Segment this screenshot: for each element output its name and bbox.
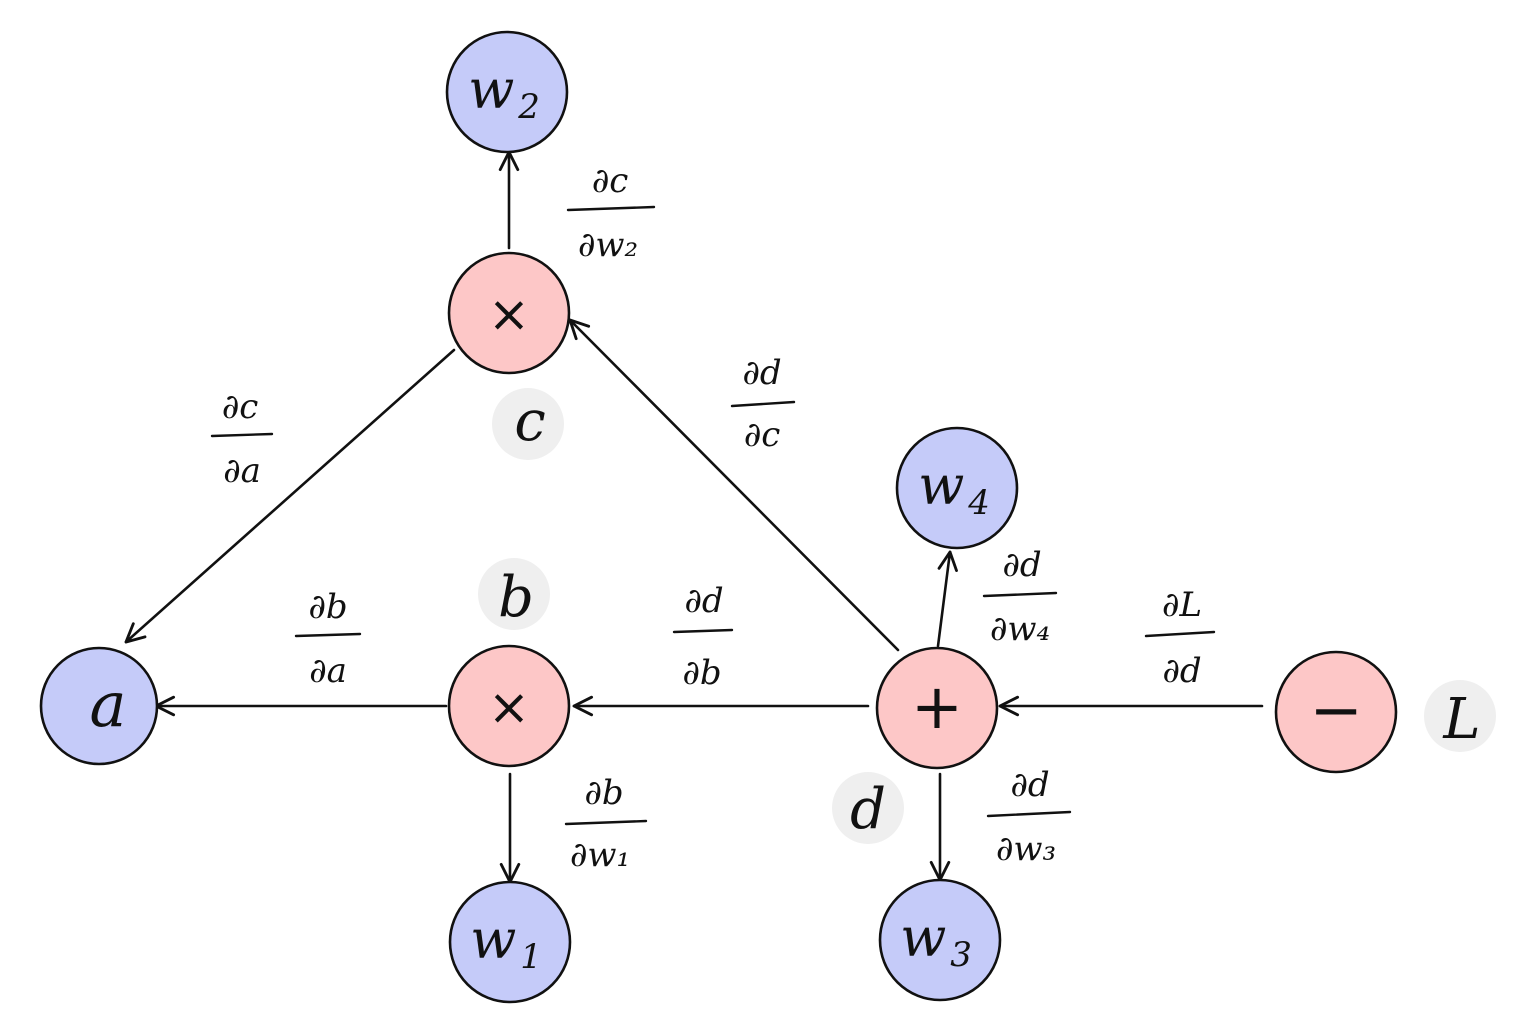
deriv-dc-dw2: ∂c ∂w₂ xyxy=(566,161,656,265)
edge-d-to-w4 xyxy=(936,550,958,648)
deriv-numerator: ∂d xyxy=(742,353,781,393)
deriv-denominator: ∂d xyxy=(1162,651,1201,691)
deriv-dc-da: ∂c ∂a xyxy=(210,387,274,491)
tag-c: c xyxy=(514,389,545,454)
fraction-bar xyxy=(564,819,648,826)
tag-bg-d xyxy=(832,772,904,844)
node-b-circle xyxy=(447,644,571,768)
deriv-denominator: ∂w₂ xyxy=(578,225,638,265)
node-c-circle xyxy=(447,251,571,375)
fraction-bar xyxy=(730,400,796,408)
fraction-bar xyxy=(294,632,362,638)
fraction-bar xyxy=(986,810,1072,818)
fraction-bar xyxy=(1144,630,1216,638)
deriv-denominator: ∂b xyxy=(682,653,721,693)
tag-L: L xyxy=(1442,687,1480,752)
deriv-numerator: ∂b xyxy=(308,587,347,627)
multiply-icon: × xyxy=(488,678,530,736)
deriv-denominator: ∂c xyxy=(744,415,781,455)
node-w3-circle xyxy=(878,878,1002,1002)
node-b-multiply: × xyxy=(447,644,571,768)
node-w1-circle xyxy=(448,880,572,1004)
deriv-db-dw1: ∂b ∂w₁ xyxy=(564,773,648,875)
node-d-circle xyxy=(875,646,999,770)
node-a-label: a xyxy=(90,668,127,741)
deriv-dd-dw4: ∂d ∂w₄ xyxy=(982,545,1058,649)
node-l-subtract: − xyxy=(1274,650,1398,774)
deriv-numerator: ∂b xyxy=(584,773,623,813)
deriv-numerator: ∂L xyxy=(1162,585,1202,625)
edges xyxy=(124,150,1264,884)
minus-icon: − xyxy=(1309,674,1363,748)
deriv-numerator: ∂d xyxy=(1010,765,1049,805)
deriv-numerator: ∂c xyxy=(592,161,629,201)
edge-c-to-a xyxy=(124,348,456,644)
deriv-numerator: ∂c xyxy=(222,387,259,427)
node-w2-circle xyxy=(445,30,569,154)
node-c-multiply: × xyxy=(447,251,571,375)
deriv-denominator: ∂w₄ xyxy=(990,609,1050,649)
deriv-numerator: ∂d xyxy=(1002,545,1041,585)
edge-d-to-c xyxy=(568,318,900,652)
multiply-icon: × xyxy=(488,285,530,343)
node-a: a xyxy=(39,646,159,766)
tag-backgrounds xyxy=(478,388,1496,844)
node-w4-circle xyxy=(895,426,1019,550)
deriv-denominator: ∂w₁ xyxy=(570,835,630,875)
tag-bg-c xyxy=(492,388,564,460)
deriv-dL-dd: ∂L ∂d xyxy=(1144,585,1216,691)
fraction-bar xyxy=(672,628,734,634)
deriv-dd-dw3: ∂d ∂w₃ xyxy=(986,765,1072,869)
tag-b: b xyxy=(498,565,534,630)
tag-d: d xyxy=(850,777,886,842)
fraction-bar xyxy=(982,591,1058,598)
node-d-add: + xyxy=(875,646,999,770)
plus-icon: + xyxy=(911,670,963,743)
node-a-circle xyxy=(39,646,159,766)
deriv-denominator: ∂a xyxy=(223,451,261,491)
deriv-numerator: ∂d xyxy=(684,581,723,621)
node-l-circle xyxy=(1274,650,1398,774)
fraction-bar xyxy=(566,205,656,212)
deriv-db-da: ∂b ∂a xyxy=(294,587,362,691)
deriv-denominator: ∂a xyxy=(309,651,347,691)
deriv-dd-db: ∂d ∂b xyxy=(672,581,734,693)
deriv-dd-dc: ∂d ∂c xyxy=(730,353,796,455)
tag-bg-L xyxy=(1424,680,1496,752)
deriv-denominator: ∂w₃ xyxy=(996,829,1056,869)
fraction-bar xyxy=(210,432,274,438)
tag-bg-b xyxy=(478,558,550,630)
